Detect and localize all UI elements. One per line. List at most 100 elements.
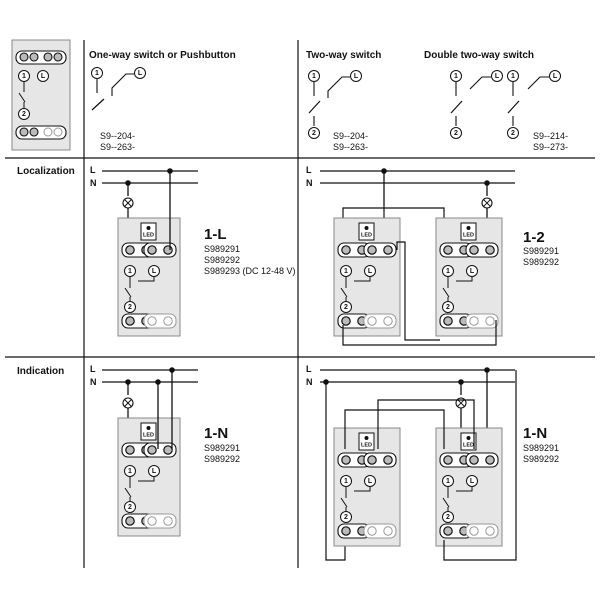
ref-loc-one-2: S989292 [204, 255, 241, 265]
terminal-label: 1 [446, 478, 450, 485]
screw-terminal [43, 52, 53, 62]
line-label-l: L [90, 364, 96, 374]
ref-two-way-1: S9--204- [333, 131, 369, 141]
screw-terminal [29, 52, 39, 62]
terminal-label: L [138, 70, 143, 77]
ref-ind-two-1: S989291 [523, 443, 560, 453]
screw-terminal [147, 516, 157, 526]
screw-terminal [163, 516, 173, 526]
screw-terminal [341, 316, 351, 326]
terminal-label: 1 [128, 468, 132, 475]
screw-terminal [147, 445, 157, 455]
switch-contact [354, 276, 371, 282]
switch-contact [124, 487, 132, 498]
wire [325, 382, 346, 561]
screw-terminal [163, 316, 173, 326]
terminal-circle [350, 70, 362, 82]
led-icon [466, 436, 471, 440]
terminal-block [15, 125, 67, 140]
row-label-indication: Indication [17, 366, 65, 377]
terminal-circle [507, 70, 519, 82]
led-icon [364, 226, 369, 230]
terminal-circle [340, 301, 352, 313]
led-indicator [140, 222, 157, 241]
terminal-label: L [152, 468, 157, 475]
ref-double-2: S9--273- [533, 142, 569, 152]
terminal-label: 2 [344, 514, 348, 521]
switch-contact [442, 287, 450, 298]
screw-terminal [341, 245, 351, 255]
code-indication-two-way: 1-N [523, 425, 548, 442]
screw-terminal [367, 245, 377, 255]
line-label-n: N [306, 178, 313, 188]
screw-terminal [163, 245, 173, 255]
screw-terminal [485, 316, 495, 326]
terminal-label: L [553, 73, 558, 80]
screw-terminal [485, 455, 495, 465]
led-icon [146, 426, 151, 430]
terminal-circle [18, 108, 30, 120]
line-label-l: L [306, 165, 312, 175]
terminal-label: 2 [22, 111, 26, 118]
screw-terminal [29, 127, 39, 137]
terminal-circle [308, 127, 320, 139]
code-localization-two-way: 1-2 [523, 229, 545, 246]
switch-contact [507, 100, 520, 114]
line-label-n: N [90, 377, 97, 387]
led-icon [364, 436, 369, 440]
switch-contact [124, 287, 132, 298]
ref-ind-one-2: S989292 [204, 454, 241, 464]
ref-loc-two-1: S989291 [523, 246, 560, 256]
switch-contact [308, 100, 321, 114]
lamp-icon [483, 199, 491, 207]
led-label: LED [143, 233, 154, 239]
screw-terminal [485, 526, 495, 536]
screw-terminal [367, 526, 377, 536]
led-label: LED [361, 233, 372, 239]
led-indicator [460, 432, 477, 451]
screw-terminal [383, 455, 393, 465]
header-two-way-switch: Two-way switch [306, 50, 382, 61]
lamp-icon [124, 199, 132, 207]
wire [396, 241, 440, 341]
header-one-way-switch: One-way switch or Pushbutton [89, 50, 236, 61]
switch-contact [527, 76, 549, 90]
traveler-wire [344, 409, 445, 449]
terminal-label: 1 [312, 73, 316, 80]
screw-terminal [443, 316, 453, 326]
terminal-circle [91, 67, 103, 79]
screw-terminal [125, 245, 135, 255]
screw-terminal [147, 316, 157, 326]
ref-ind-one-1: S989291 [204, 443, 241, 453]
switch-contact [340, 287, 348, 298]
line-label-l: L [306, 364, 312, 374]
switch-contact [91, 98, 105, 111]
terminal-label: 1 [22, 73, 26, 80]
screw-terminal [443, 526, 453, 536]
line-label-l: L [90, 165, 96, 175]
screw-terminal [125, 445, 135, 455]
led-label: LED [143, 433, 154, 439]
switch-contact [469, 76, 491, 90]
screw-terminal [383, 316, 393, 326]
switch-contact [354, 486, 371, 492]
screw-terminal [469, 245, 479, 255]
traveler-wire [377, 399, 475, 449]
terminal-label: 2 [344, 304, 348, 311]
screw-terminal [341, 455, 351, 465]
ref-loc-one-1: S989291 [204, 244, 241, 254]
screw-terminal [163, 445, 173, 455]
terminal-circle [340, 511, 352, 523]
ref-one-way-1: S9--204- [100, 131, 136, 141]
screw-terminal [19, 52, 29, 62]
terminal-circle [124, 501, 136, 513]
code-indication-one-way: 1-N [204, 425, 229, 442]
switch-contact [18, 92, 26, 103]
screw-terminal [485, 245, 495, 255]
ref-loc-one-3: S989293 (DC 12-48 V) [204, 266, 296, 276]
terminal-label: 1 [344, 478, 348, 485]
screw-terminal [469, 455, 479, 465]
terminal-label: 2 [446, 514, 450, 521]
screw-terminal [383, 526, 393, 536]
